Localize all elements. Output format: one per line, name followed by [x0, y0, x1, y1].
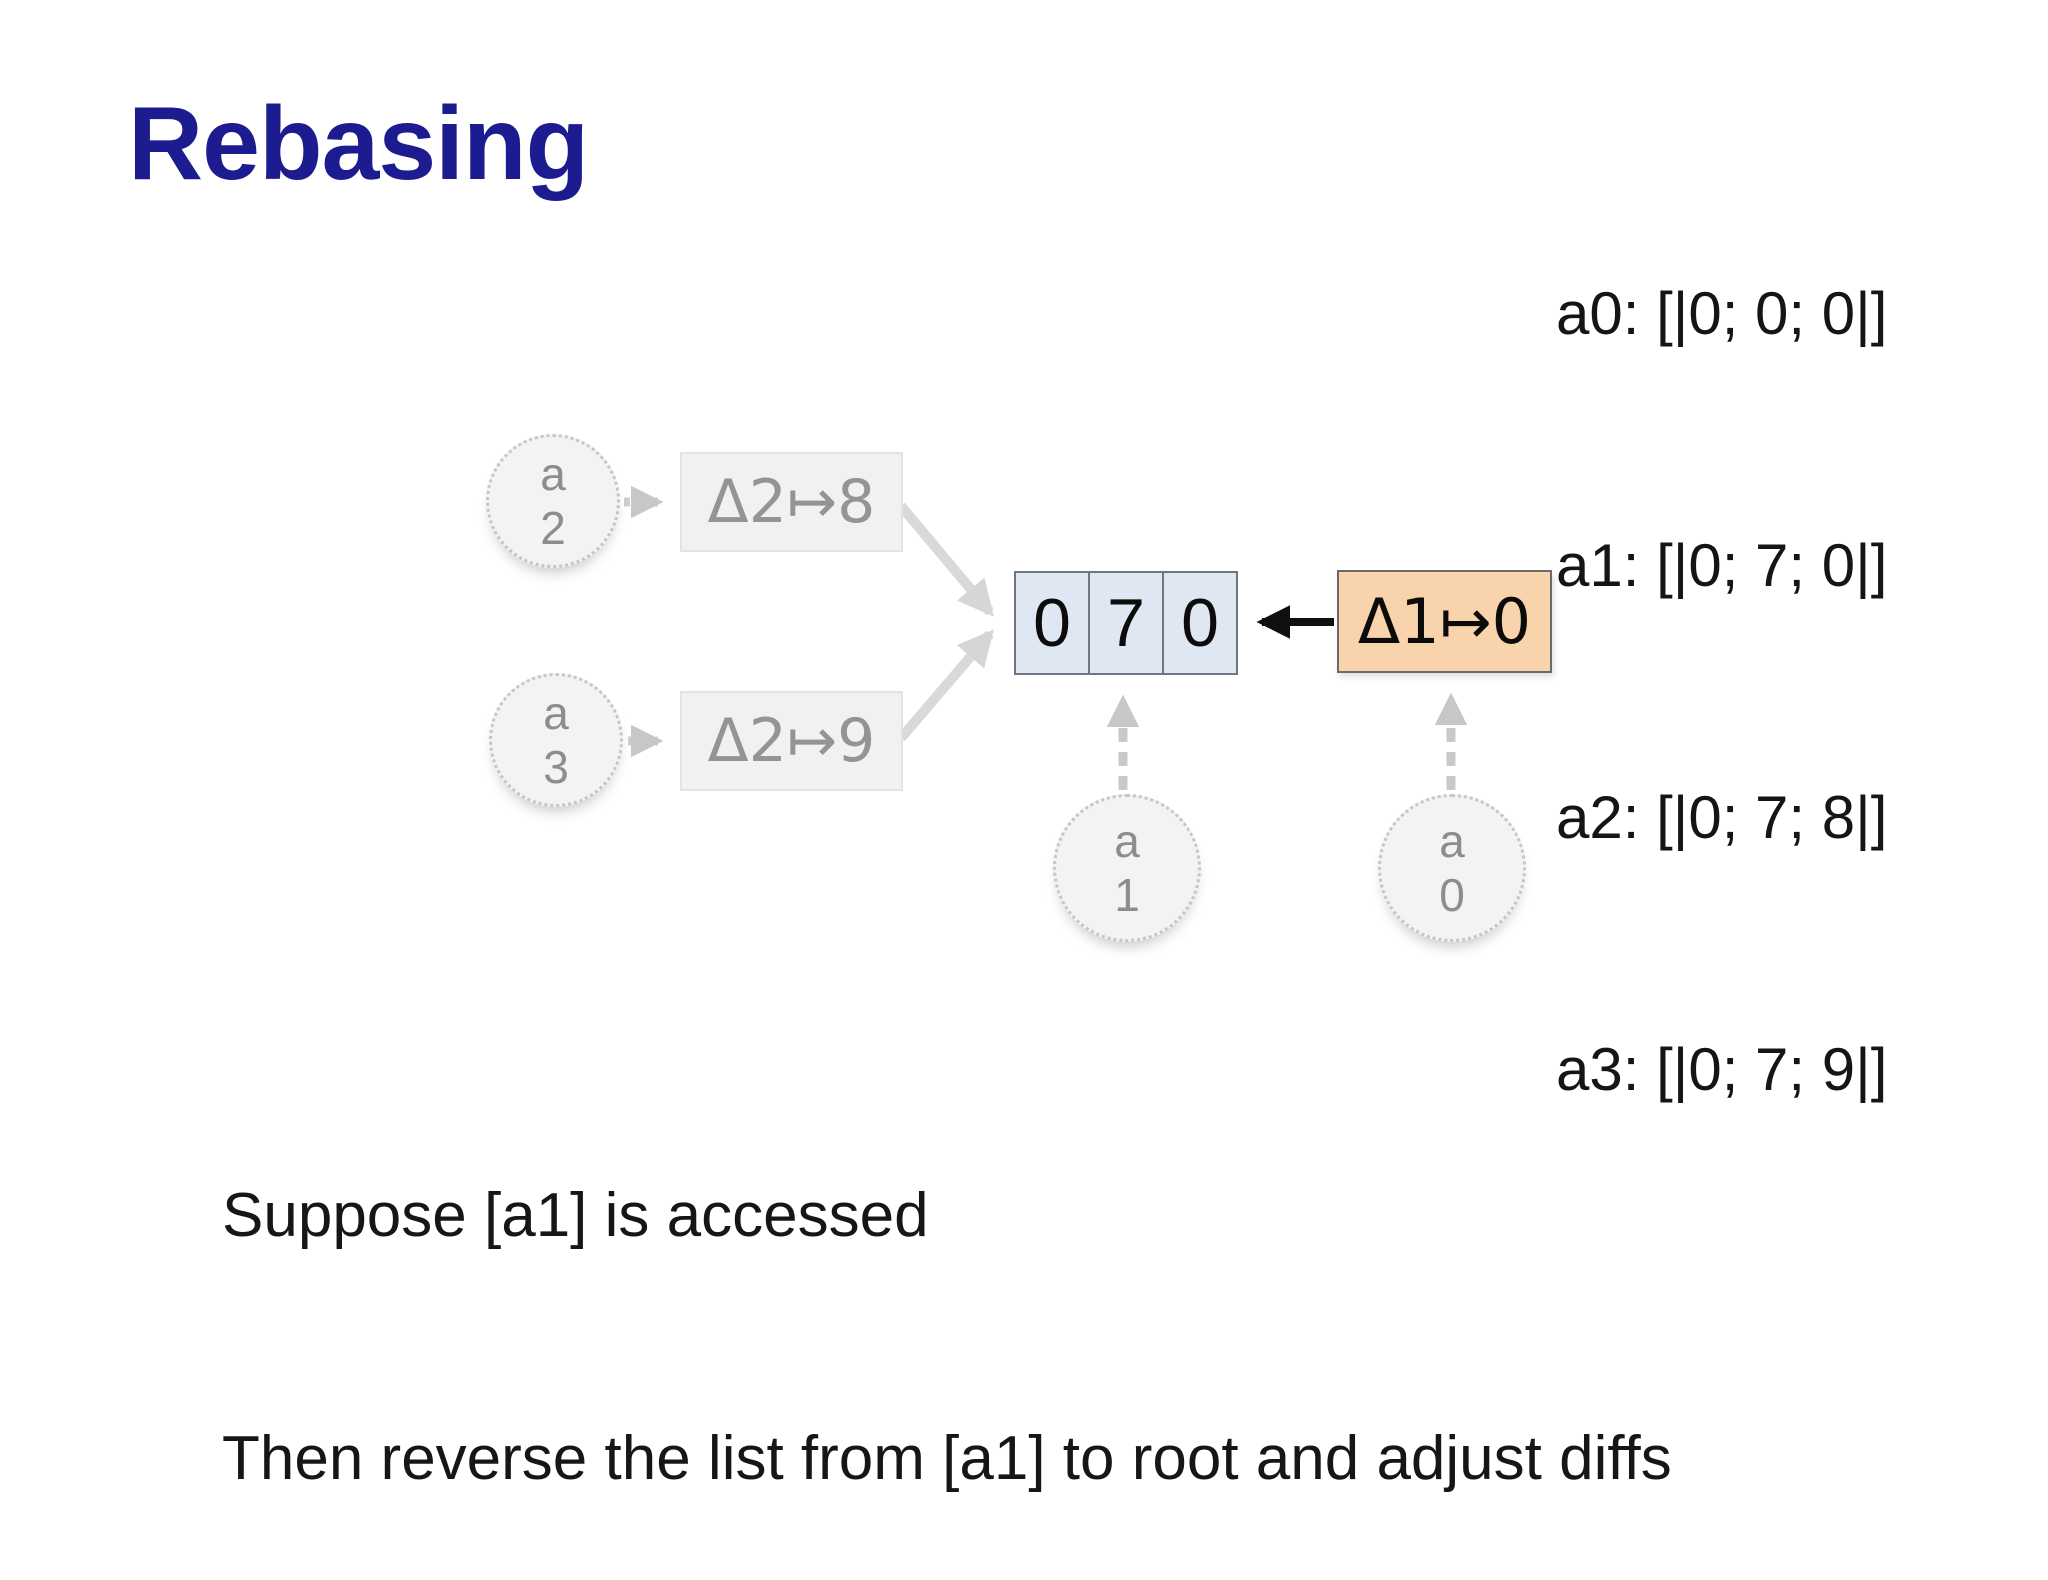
diff-box-d2-8: Δ2↦8	[680, 452, 903, 552]
array-box: 0 7 0	[1014, 571, 1238, 675]
node-label: 2	[540, 502, 566, 554]
merge-arrow-d29-to-array-icon	[897, 629, 994, 742]
array-cell-2: 0	[1162, 571, 1238, 675]
node-label: a	[543, 687, 569, 739]
array-listing: a0: [|0; 0; 0|] a1: [|0; 7; 0|] a2: [|0;…	[1556, 104, 1887, 1196]
caption-line-2: Then reverse the list from [a1] to root …	[222, 1424, 1672, 1493]
diff-box-d1-0: Δ1↦0	[1337, 570, 1552, 673]
merge-arrow-d28-to-array-icon	[897, 502, 994, 617]
caption-line-1: Suppose [a1] is accessed	[222, 1181, 929, 1250]
listing-line-a1: a1: [|0; 7; 0|]	[1556, 532, 1888, 599]
version-node-a1: a 1	[1053, 794, 1201, 942]
listing-line-a3: a3: [|0; 7; 9|]	[1556, 1036, 1888, 1103]
version-node-a0: a 0	[1378, 794, 1526, 942]
node-label: 3	[543, 741, 569, 793]
version-node-a2: a 2	[486, 434, 620, 568]
version-node-a3: a 3	[489, 673, 623, 807]
node-label: a	[1439, 815, 1465, 867]
node-label: a	[540, 448, 566, 500]
listing-line-a2: a2: [|0; 7; 8|]	[1556, 784, 1888, 851]
slide-title: Rebasing	[128, 86, 589, 202]
array-cell-1: 7	[1088, 571, 1164, 675]
node-label: 0	[1439, 869, 1465, 921]
diff-box-d2-9: Δ2↦9	[680, 691, 903, 791]
node-label: 1	[1114, 869, 1140, 921]
array-cell-0: 0	[1014, 571, 1090, 675]
caption: Suppose [a1] is accessed Then reverse th…	[222, 1013, 1672, 1580]
node-label: a	[1114, 815, 1140, 867]
listing-line-a0: a0: [|0; 0; 0|]	[1556, 280, 1888, 347]
